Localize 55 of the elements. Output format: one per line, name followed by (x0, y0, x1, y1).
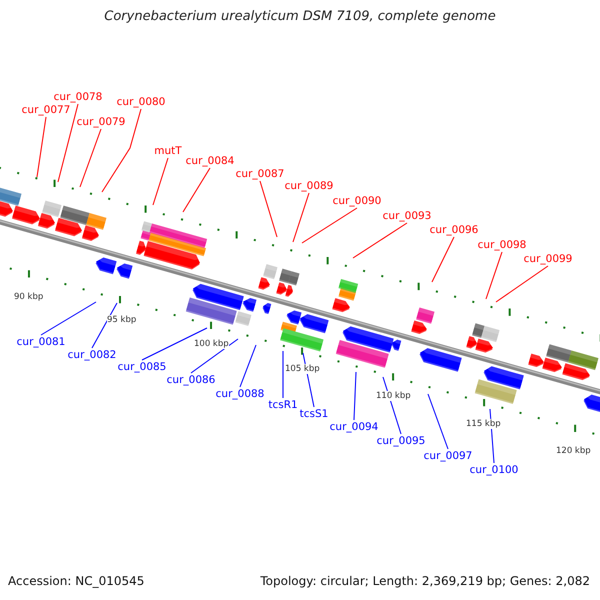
leader-line (36, 116, 46, 178)
gene-label: cur_0077 (22, 104, 70, 116)
gene-label: cur_0097 (424, 450, 472, 462)
leader-line (190, 338, 238, 374)
leader-line (432, 236, 454, 282)
scale-label: 120 kbp (556, 446, 591, 456)
gene-label: mutT (154, 145, 182, 157)
map-title: Corynebacterium urealyticum DSM 7109, complete genome (103, 9, 497, 25)
gene-label: cur_0080 (116, 96, 166, 108)
gene-label: cur_0085 (118, 361, 166, 373)
gene-label: cur_0090 (332, 195, 382, 207)
gene-label: cur_0081 (16, 336, 66, 348)
leader-line (142, 328, 208, 360)
gene-label: cur_0099 (524, 253, 572, 265)
gene-label: cur_0096 (430, 224, 478, 236)
leader-line (80, 128, 102, 188)
gene-label: cur_0089 (284, 180, 334, 192)
leader-line (354, 372, 356, 420)
leader-line (240, 344, 256, 388)
gene-label: tcsR1 (268, 399, 298, 411)
leader-line (486, 252, 502, 300)
gene-label: cur_0082 (68, 349, 116, 361)
scale-label: 105 kbp (285, 364, 320, 374)
leader-line (102, 108, 142, 192)
leader-line (302, 208, 358, 244)
leader-line (352, 222, 408, 258)
gene-label: cur_0084 (186, 155, 234, 167)
scale-label: 100 kbp (194, 339, 229, 349)
leader-line (152, 158, 168, 206)
leader-line (428, 394, 448, 450)
gene-label: cur_0093 (382, 210, 432, 222)
gene-label: cur_0087 (236, 168, 284, 180)
gene-label: cur_0088 (216, 388, 264, 400)
footer-text: Topology: circular; Length: 2,369,219 bp; Genes: 2,082 (260, 574, 590, 589)
gene-label: cur_0078 (54, 91, 102, 103)
gene-label: cur_0095 (376, 435, 426, 447)
leader-line (40, 302, 96, 336)
scale-label: 115 kbp (466, 419, 501, 429)
leader-line (260, 180, 278, 238)
footer-text: Accession: NC_010545 (8, 574, 144, 589)
leader-line (496, 266, 548, 302)
gene-label: cur_0079 (76, 116, 126, 128)
gene-label: cur_0098 (478, 239, 526, 251)
gene-label: cur_0086 (166, 374, 216, 386)
leader-line (292, 192, 310, 242)
scale-label: 90 kbp (14, 292, 44, 302)
gene-label: cur_0094 (330, 421, 378, 433)
gene-label: cur_0100 (470, 464, 518, 476)
gene-label: tcsS1 (300, 408, 328, 420)
leader-line (92, 302, 118, 348)
scale-label: 110 kbp (376, 391, 411, 401)
leader-line (282, 350, 284, 398)
leader-line (58, 104, 78, 182)
leader-line (182, 168, 210, 212)
scale-label: 95 kbp (107, 315, 136, 325)
